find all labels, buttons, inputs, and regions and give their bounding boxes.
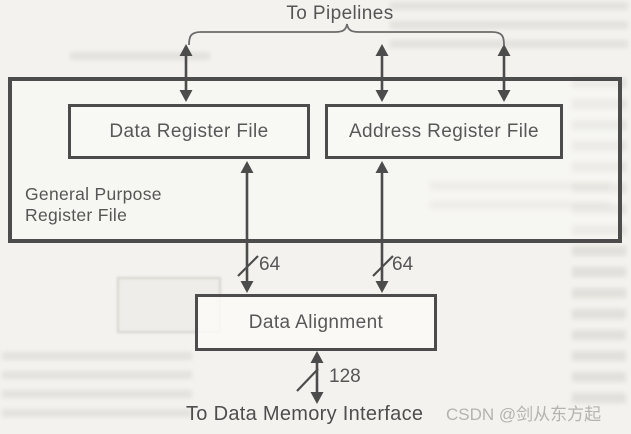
data-register-file-box: Data Register File — [68, 104, 310, 159]
bus-width-128-label: 128 — [329, 366, 361, 387]
bus-width-slash-icon — [237, 255, 259, 277]
bidirectional-arrow-icon — [237, 161, 259, 293]
data-register-file-label: Data Register File — [109, 120, 269, 142]
pipelines-brace-icon — [188, 23, 505, 46]
bidirectional-arrow-icon — [375, 44, 389, 102]
to-pipelines-label: To Pipelines — [286, 3, 394, 24]
bus-arrows-64 — [237, 161, 394, 293]
bus-arrow-128 — [296, 351, 324, 404]
address-register-file-box: Address Register File — [325, 104, 563, 159]
pipeline-arrows — [179, 44, 511, 102]
bidirectional-arrow-icon — [179, 44, 193, 102]
bus-width-slash-icon — [372, 255, 394, 277]
csdn-watermark: CSDN @剑从东方起 — [446, 405, 602, 424]
data-alignment-box: Data Alignment — [195, 294, 437, 351]
bidirectional-arrow-icon — [497, 44, 511, 102]
to-data-memory-interface-label: To Data Memory Interface — [186, 403, 424, 425]
bus-width-64-right-label: 64 — [392, 254, 414, 275]
data-alignment-label: Data Alignment — [248, 311, 384, 333]
address-register-file-label: Address Register File — [348, 120, 540, 142]
bidirectional-arrow-icon — [372, 161, 394, 293]
general-purpose-register-file-label: General Purpose Register File — [25, 184, 162, 225]
bidirectional-arrow-icon — [296, 351, 324, 404]
bus-width-64-left-label: 64 — [259, 254, 281, 275]
bus-width-slash-icon — [296, 368, 319, 392]
